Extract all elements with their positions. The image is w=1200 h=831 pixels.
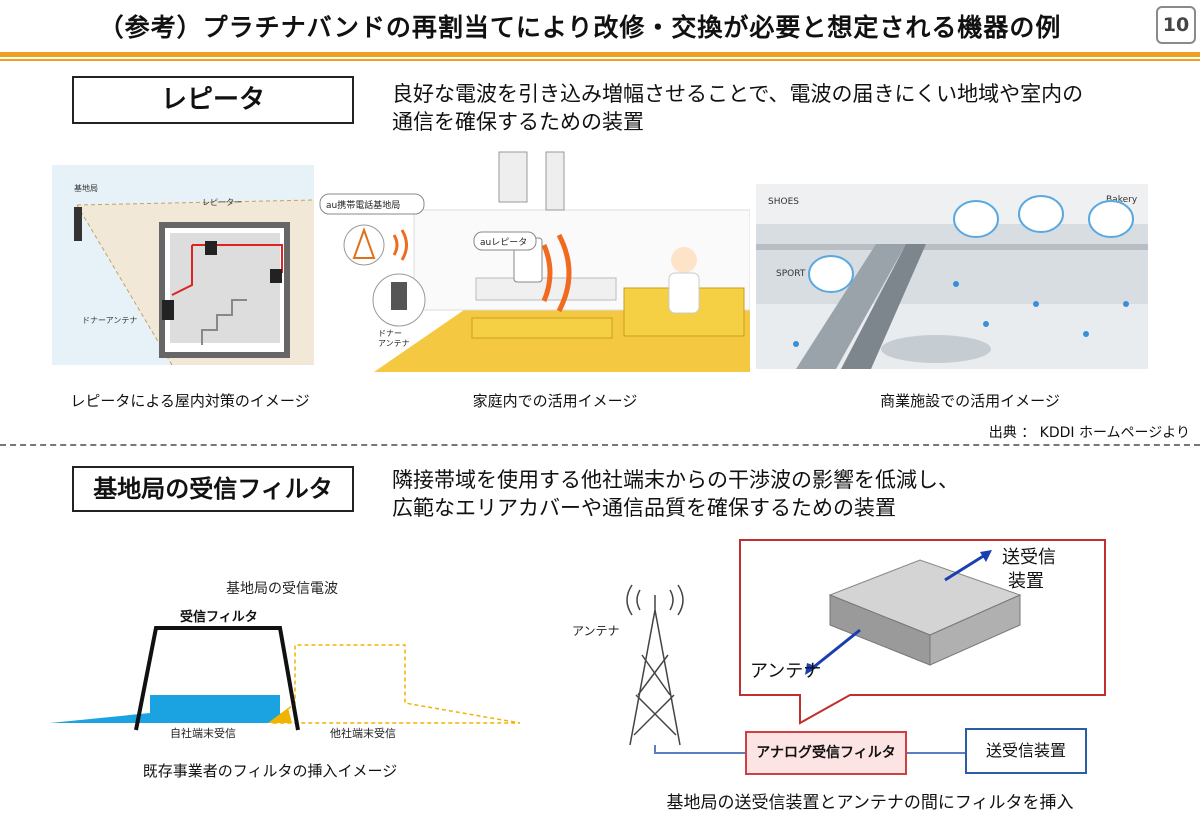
filter-spectrum-diagram: 基地局の受信電波 受信フィルタ 自社端末受信 他社端末受信: [40, 575, 540, 750]
source-note: 出典 ： KDDI ホームページより: [988, 425, 1190, 441]
home-base-station-label: au携帯電話基地局: [326, 199, 400, 211]
other-terminal-signal: [269, 644, 521, 724]
callout-transceiver-line1: 送受信: [1002, 547, 1056, 568]
filter-description-line1: 隣接帯域を使用する他社端末からの干渉波の影響を低減し、: [392, 468, 959, 492]
tower-antenna-label: アンテナ: [572, 624, 620, 638]
other-signal-label: 他社端末受信: [330, 726, 396, 740]
own-signal-label: 自社端末受信: [170, 726, 236, 740]
repeater-label: レピータ: [72, 76, 354, 124]
section-divider: [0, 444, 1200, 446]
antenna-tower-icon: [626, 584, 684, 746]
callout-antenna: アンテナ: [750, 661, 821, 682]
filter-label: 基地局の受信フィルタ: [72, 466, 354, 512]
title-underline-thin: [0, 59, 1200, 61]
page-number: 10: [1156, 6, 1196, 44]
commercial-bakery-label: Bakery: [1106, 195, 1138, 205]
commercial-caption: 商業施設での活用イメージ: [880, 392, 1060, 410]
commercial-sport-label: SPORT: [776, 269, 806, 279]
indoor-donor-label: ドナーアンテナ: [82, 316, 137, 325]
indoor-repeater-illustration: 基地局 レピーター ドナーアンテナ: [52, 165, 314, 365]
filter-description: 隣接帯域を使用する他社端末からの干渉波の影響を低減し、 広範なエリアカバーや通信…: [392, 466, 1182, 522]
commercial-shoes-label: SHOES: [768, 197, 799, 207]
home-donor-label-2: アンテナ: [378, 339, 410, 348]
callout-transceiver-line2: 装置: [1008, 571, 1044, 592]
home-caption: 家庭内での活用イメージ: [472, 392, 638, 410]
filter-installation-diagram: 送受信 装置 アンテナ アンテナ: [560, 535, 1180, 795]
receive-filter-shape: [134, 626, 300, 731]
page-title: （参考）プラチナバンドの再割当てにより改修・交換が必要と想定される機器の例: [98, 13, 1062, 42]
filter-shape-label: 受信フィルタ: [180, 609, 258, 625]
own-terminal-signal: [50, 695, 290, 723]
repeater-description-line2: 通信を確保するための装置: [392, 110, 644, 134]
indoor-base-label: 基地局: [74, 183, 98, 193]
install-caption: 基地局の送受信装置とアンテナの間にフィルタを挿入: [666, 793, 1074, 813]
title-underline: [0, 52, 1200, 57]
indoor-repeater-label: レピーター: [202, 198, 242, 207]
filter-description-line2: 広範なエリアカバーや通信品質を確保するための装置: [392, 496, 896, 520]
spectrum-caption: 既存事業者のフィルタの挿入イメージ: [142, 762, 398, 780]
home-repeater-illustration: au携帯電話基地局 auレピータ ドナー アンテナ: [314, 140, 750, 372]
commercial-repeater-illustration: SHOES Bakery SPORT: [756, 184, 1148, 369]
transceiver-box: 送受信装置: [965, 728, 1087, 774]
repeater-description: 良好な電波を引き込み増幅させることで、電波の届きにくい地域や室内の 通信を確保す…: [392, 80, 1182, 136]
analog-filter-box: アナログ受信フィルタ: [745, 731, 907, 775]
home-donor-label-1: ドナー: [378, 329, 402, 338]
repeater-description-line1: 良好な電波を引き込み増幅させることで、電波の届きにくい地域や室内の: [392, 82, 1084, 106]
indoor-caption: レピータによる屋内対策のイメージ: [70, 392, 310, 410]
home-au-repeater-label: auレピータ: [480, 237, 527, 248]
spectrum-heading: 基地局の受信電波: [226, 580, 338, 597]
